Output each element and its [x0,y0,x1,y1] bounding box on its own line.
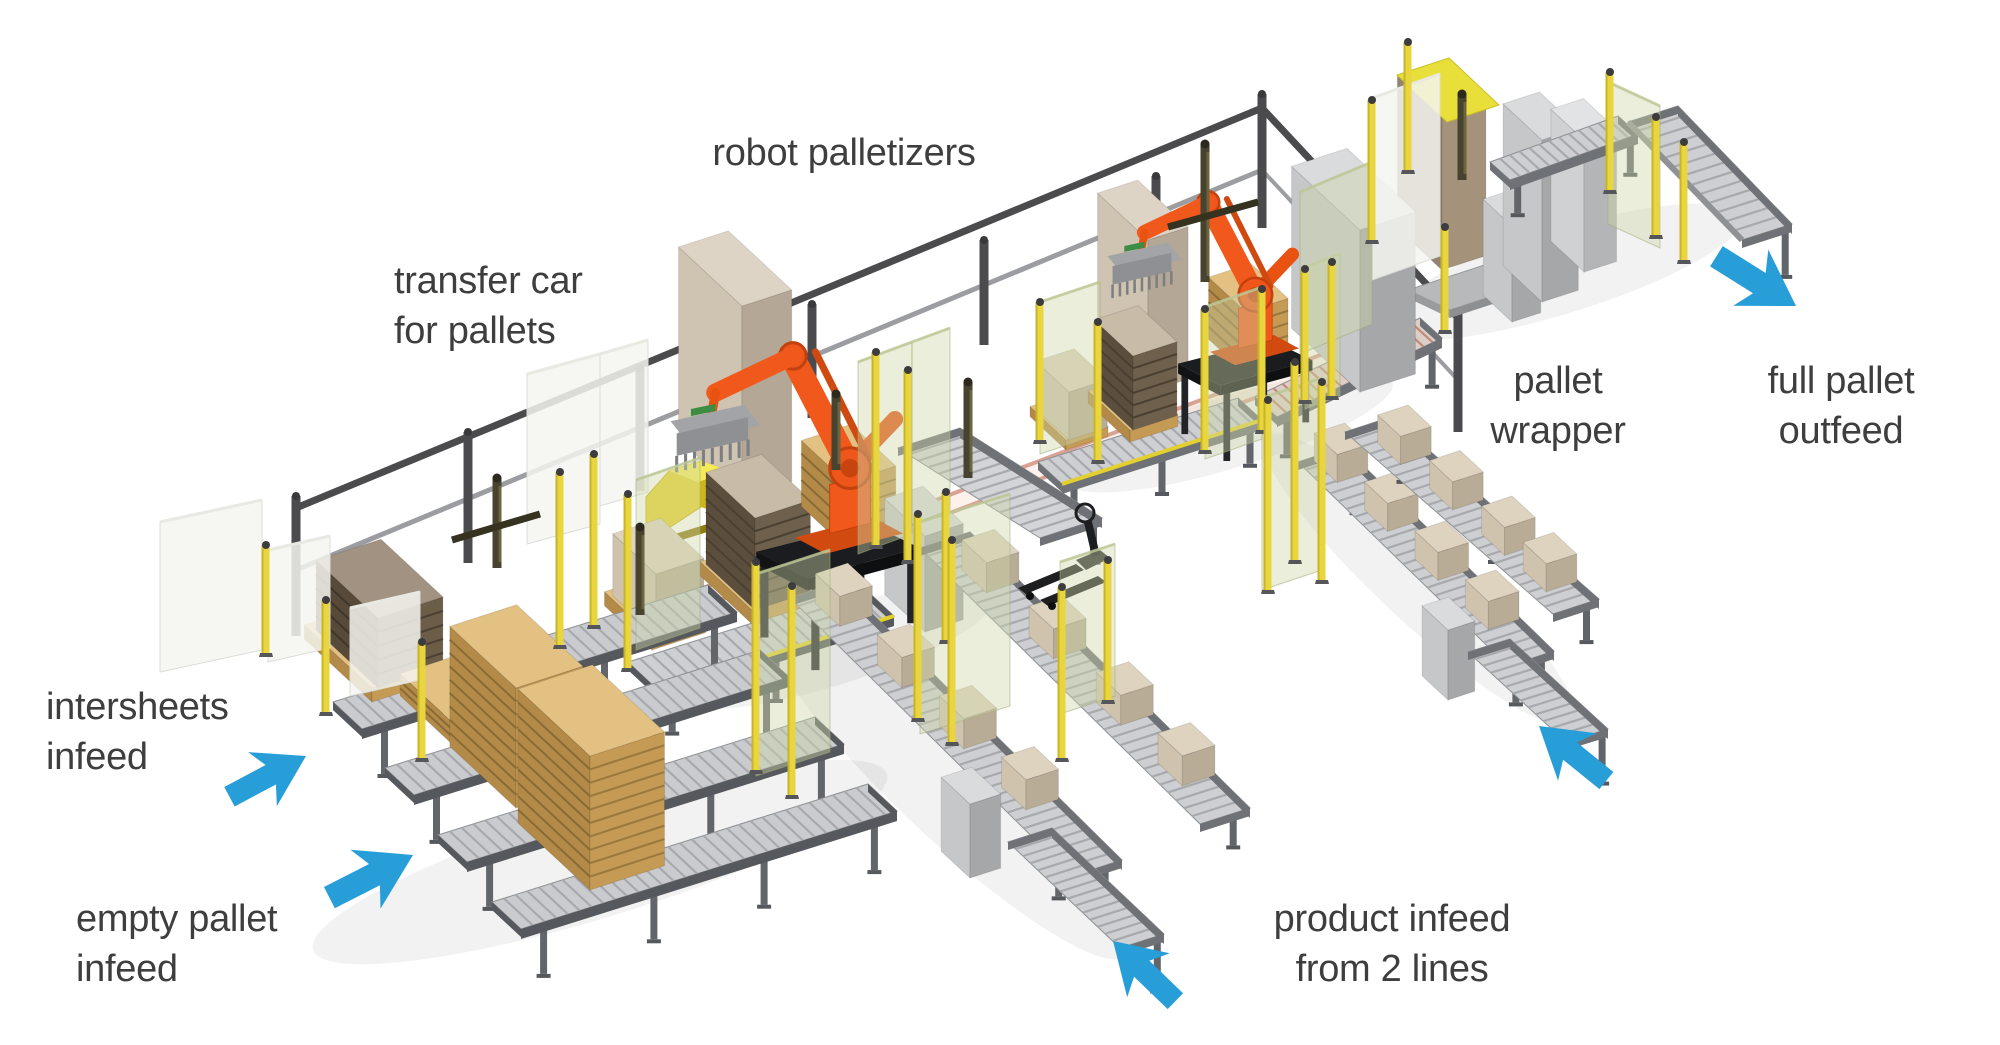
light-curtain-post [587,450,601,629]
label-line: robot palletizers [712,132,976,174]
light-curtain-post [621,490,635,672]
label-line: for pallets [394,310,556,352]
label-empty-pallet-infeed: empty pallet infeed [76,894,278,994]
light-curtain-post [1198,305,1212,454]
label-line: product infeed [1273,898,1511,940]
safety-glass-panel [911,326,951,525]
safety-glass-panel [635,456,701,651]
product-box [960,528,1020,594]
light-curtain-post [1365,96,1379,244]
light-curtain-post [1677,138,1691,264]
light-curtain-post [749,558,763,774]
light-curtain-post [911,510,925,722]
safety-glass-panel [1204,285,1263,460]
light-curtain-post [1261,396,1275,594]
label-line: infeed [46,736,148,778]
label-line: intersheets [46,686,229,728]
arrow-intersheets-infeed [224,752,306,807]
light-curtain-post [415,638,429,762]
label-line: from 2 lines [1295,948,1489,990]
arrow-full-pallet-outfeed [1710,246,1796,306]
arrow-empty-pallet-infeed [323,849,413,909]
light-curtain-post [901,366,915,564]
label-robot-palletizers: robot palletizers [688,128,1000,178]
product-box [1414,520,1470,582]
arrow-product-infeed-line-1 [1113,941,1184,1010]
light-curtain-post [1315,378,1329,584]
product-infeed-line-2 [1297,404,1610,786]
product-box [1522,531,1578,593]
light-curtain-post [1603,68,1617,194]
safety-glass-panel [267,534,331,663]
label-line: wrapper [1490,410,1626,452]
product-box [1000,745,1060,811]
product-box [1428,449,1485,512]
product-box [1156,722,1216,788]
product-conveyor-end [1467,638,1610,786]
safety-glass-panel [349,590,421,697]
pallet-discharge-conveyor [896,427,1104,565]
sensor-post [963,377,973,478]
label-line: outfeed [1778,410,1904,452]
light-curtain-post [785,582,799,799]
light-curtain-post [1325,258,1339,400]
empty-pallet-infeed-conveyors [303,538,898,978]
light-curtain-post [1101,556,1115,704]
safety-glass-panel [1299,160,1373,355]
robot-gripper [1107,241,1182,299]
product-conveyor-end [1007,827,1165,994]
label-pallet-wrapper: pallet wrapper [1458,356,1658,456]
safety-glass-panel [526,352,601,545]
light-curtain-post [945,536,959,746]
robot-palletizer-1 [670,341,920,671]
label-line: empty pallet [76,898,278,940]
light-curtain-post [1091,318,1105,464]
sensor-post [831,389,841,470]
robot-gripper [670,403,761,473]
light-curtain-post [869,348,883,549]
safety-glass-panel [599,338,649,507]
conveyor-drive-cabinet [940,766,1002,880]
label-line: transfer car [394,260,583,302]
label-line: full pallet [1767,360,1915,402]
empty-pallet-stack [517,664,666,892]
label-transfer-car-for-pallets: transfer car for pallets [394,256,583,356]
light-curtain-post [319,596,333,716]
sensor-post [1457,89,1467,180]
light-curtain-post [1649,113,1663,239]
label-line: infeed [76,948,178,990]
conveyor-drive-cabinet [1421,596,1476,702]
product-box [1464,569,1520,631]
light-curtain-post [1055,583,1069,762]
label-full-pallet-outfeed: full pallet outfeed [1738,356,1944,456]
palletized-load [1093,305,1178,432]
light-curtain-post [1288,358,1302,564]
light-curtain-post [553,468,567,649]
safety-glass-panel [919,492,1011,735]
product-box [1376,404,1433,466]
sensor-post [1167,139,1259,282]
product-box [1095,661,1155,727]
light-curtain-post [1033,298,1047,444]
label-line: pallet [1513,360,1603,402]
safety-glass-panel [159,498,263,673]
product-box [1363,471,1420,533]
pallet-infeed-conveyor [491,783,898,978]
label-product-infeed-from-2-lines: product infeed from 2 lines [1240,894,1544,994]
safety-glass-panel [1039,280,1101,455]
sensor-post [451,473,541,568]
light-curtain-post [1401,38,1415,174]
light-curtain-post [259,541,273,657]
sensor-post [635,522,645,615]
light-curtain-post [1298,265,1312,404]
label-intersheets-infeed: intersheets infeed [46,682,229,782]
arrow-product-infeed-line-2 [1539,726,1614,790]
light-curtain-post [1438,223,1452,334]
safety-glass-panel [1059,542,1116,715]
